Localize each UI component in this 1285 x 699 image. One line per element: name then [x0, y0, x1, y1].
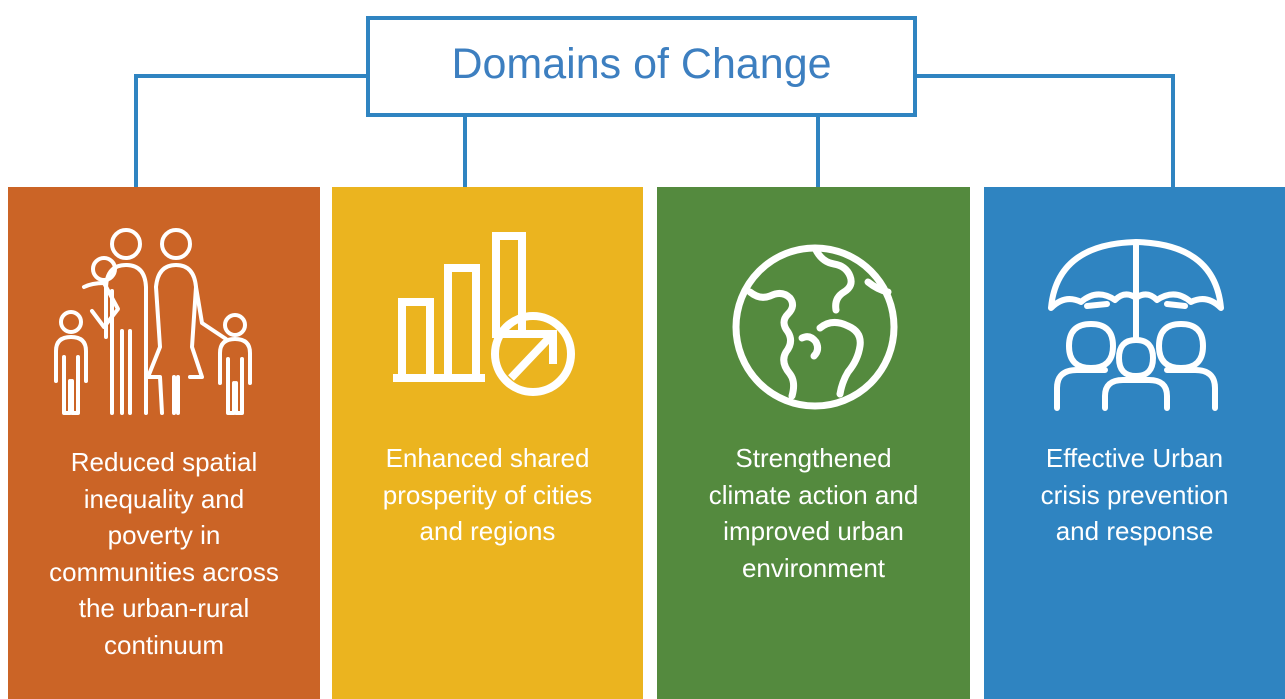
diagram-title: Domains of Change [451, 40, 832, 88]
domain-label-line: environment [741, 552, 886, 583]
growth-chart-icon [393, 232, 575, 396]
domain-label-line: crisis prevention [1040, 479, 1229, 510]
family-icon [54, 228, 252, 415]
domain-label-line: continuum [104, 629, 224, 660]
domain-label-line: Reduced spatial [70, 447, 258, 477]
domain-label: Reduced spatial inequality and poverty i… [18, 444, 310, 663]
domain-card-spatial-inequality: Reduced spatial inequality and poverty i… [8, 187, 320, 699]
domain-label-line: Enhanced shared [385, 443, 590, 473]
domain-label-line: the urban-rural [78, 593, 250, 623]
domain-label-line: improved urban [723, 516, 904, 546]
domain-label-line: poverty in [107, 520, 221, 550]
domain-label: Strengthened climate action and improved… [667, 440, 960, 586]
domain-label-line: climate action and [708, 479, 919, 510]
domain-card-crisis-prevention: Effective Urban crisis prevention and re… [984, 187, 1285, 699]
domain-label: Effective Urban crisis prevention and re… [994, 440, 1275, 550]
domain-label-line: Effective Urban [1045, 443, 1224, 473]
title-box: Domains of Change [366, 16, 917, 117]
umbrella-people-icon [1048, 239, 1224, 411]
domain-label-line: and response [1055, 516, 1214, 546]
domain-card-shared-prosperity: Enhanced shared prosperity of cities and… [332, 187, 643, 699]
globe-icon [732, 244, 898, 410]
domain-label-line: inequality and [83, 483, 245, 514]
connector-right [917, 74, 1175, 188]
connector-left [134, 74, 366, 188]
domain-label-line: Strengthened [735, 443, 892, 473]
domain-label-line: and regions [419, 516, 556, 546]
domain-label-line: communities across [49, 556, 279, 587]
domain-card-climate-action: Strengthened climate action and improved… [657, 187, 970, 699]
domain-label: Enhanced shared prosperity of cities and… [342, 440, 633, 550]
domain-label-line: prosperity of cities [382, 479, 593, 510]
